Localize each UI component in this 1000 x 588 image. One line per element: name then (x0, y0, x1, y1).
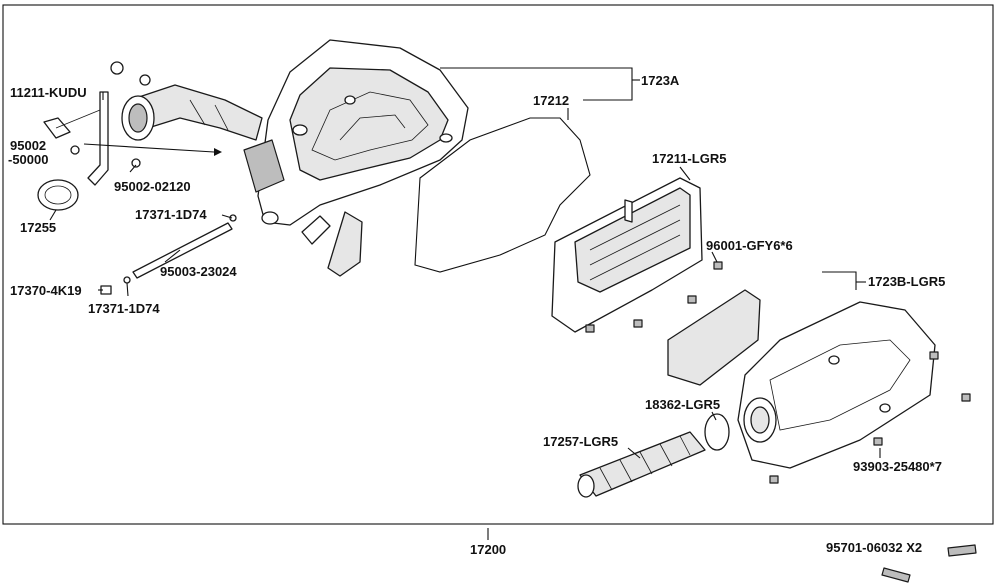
label-17371-1d74-top: 17371-1D74 (135, 207, 207, 222)
hose-clamp-part (37, 179, 79, 211)
upper-case-part (243, 39, 469, 226)
label-1723b-lgr5: 1723B-LGR5 (868, 274, 945, 289)
label-95003-23024: 95003-23024 (160, 264, 237, 279)
label-11211-kudu: 11211-KUDU (10, 85, 87, 100)
label-96001-gfy6: 96001-GFY6*6 (706, 238, 793, 253)
case-screws-part (769, 351, 971, 484)
label-95002: 95002 (10, 138, 46, 153)
label-17255: 17255 (20, 220, 56, 235)
label-1723a: 1723A (641, 73, 680, 88)
mount-brackets-part (301, 211, 363, 277)
inlet-duct-part (577, 431, 706, 498)
label-95701-06032: 95701-06032 X2 (826, 540, 922, 555)
air-filter-element-part (551, 177, 703, 333)
drain-tube-part (132, 222, 233, 279)
label-17200: 17200 (470, 542, 506, 557)
label-17211-lgr5: 17211-LGR5 (652, 151, 726, 166)
intake-baffle-part (667, 289, 761, 386)
diagram-frame (2, 4, 994, 525)
mount-bolts-part (881, 544, 977, 583)
label-95002-02120: 95002-02120 (114, 179, 191, 194)
part-labels: 1723A 17212 11211-KUDU 95002 -50000 9500… (8, 73, 945, 557)
label-17212: 17212 (533, 93, 569, 108)
seal-ring-part (704, 413, 730, 451)
label-93903-25480: 93903-25480*7 (853, 459, 942, 474)
element-screws-part (585, 261, 723, 333)
breather-hose-part (43, 91, 109, 186)
label-17370-4k19: 17370-4K19 (10, 283, 82, 298)
label-50000: -50000 (8, 152, 48, 167)
label-17371-1d74-bottom: 17371-1D74 (88, 301, 160, 316)
lower-case-part (737, 301, 936, 469)
intake-tube-part (110, 61, 263, 141)
label-18362-lgr5: 18362-LGR5 (645, 397, 720, 412)
case-gasket-part (414, 117, 591, 273)
label-17257-lgr5: 17257-LGR5 (543, 434, 618, 449)
leader-lines (49, 67, 881, 540)
